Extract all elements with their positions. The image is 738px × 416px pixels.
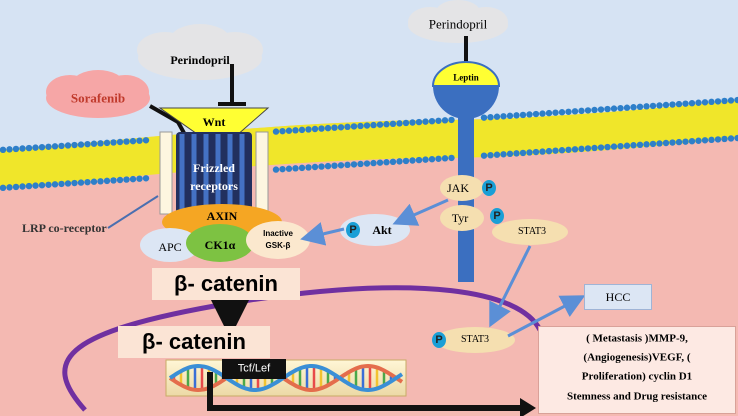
- tcf-lef-label: Tcf/Lef: [237, 362, 271, 375]
- cloud-icon: [46, 70, 150, 118]
- phospho-tyr-badge: P: [490, 208, 504, 224]
- leptin-label: Leptin: [453, 72, 479, 83]
- sorafenib-label: Sorafenib: [70, 90, 126, 106]
- outcome-box: ( Metastasis )MMP-9, (Angiogenesis)VEGF,…: [538, 326, 736, 414]
- akt-label: Akt: [372, 223, 392, 237]
- ck1a-label: CK1α: [204, 238, 236, 252]
- outcome-line-3: Proliferation) cyclin D1: [581, 370, 693, 383]
- phospho-stat3-badge: P: [432, 332, 446, 348]
- inhibit-icon: [218, 64, 246, 106]
- ck1a-shape: [186, 224, 254, 262]
- gsk-label-line1: Inactive: [263, 229, 293, 238]
- lrp-pointer: [107, 195, 159, 229]
- lipid-bilayer: [0, 96, 738, 191]
- stat3-lower-shape: [435, 327, 515, 353]
- receptors-label: receptors: [190, 179, 238, 193]
- hcc-label: HCC: [605, 290, 631, 304]
- leptin-receptor: [431, 61, 501, 282]
- frizzled-label: Frizzled: [193, 161, 235, 175]
- outcome-line-1: ( Metastasis )MMP-9,: [586, 332, 688, 345]
- tyr-shape: [440, 205, 484, 231]
- tyr-label: Tyr: [451, 211, 469, 225]
- transcription-arrow: [207, 372, 520, 411]
- hcc-box: HCC: [584, 284, 652, 310]
- beta-catenin-cytoplasm-label: β- catenin: [174, 271, 278, 296]
- beta-catenin-cytoplasm-box: β- catenin: [152, 268, 300, 300]
- beta-catenin-nucleus-box: β- catenin: [118, 326, 270, 358]
- perindopril-left-label: Perindopril: [170, 53, 230, 67]
- wnt-label: Wnt: [202, 115, 226, 129]
- akt-to-gsk-arrow: [300, 222, 345, 246]
- gsk-shape: [246, 221, 310, 259]
- jak-to-akt-arrow: [392, 198, 449, 226]
- dna-icon: [165, 359, 407, 397]
- stat3-upper-label: STAT3: [517, 226, 547, 237]
- gsk-label-line2: GSK-β: [265, 241, 291, 250]
- outcome-line-4: Stemness and Drug resistance: [566, 390, 708, 403]
- beta-catenin-nucleus-label: β- catenin: [142, 329, 246, 354]
- akt-shape: [340, 214, 410, 246]
- transcription-arrowhead: [520, 398, 536, 416]
- wnt-ligand: [158, 107, 270, 151]
- stat3-to-hcc-arrow: [507, 295, 586, 338]
- axin-label: AXIN: [206, 209, 238, 223]
- phospho-akt-badge: P: [346, 222, 360, 238]
- perindopril-right-label: Perindopril: [428, 16, 488, 32]
- cloud-icon: [408, 0, 508, 43]
- jak-shape: [440, 175, 484, 201]
- stat3-lower-label: STAT3: [460, 334, 490, 345]
- frizzled-receptor: [159, 131, 269, 215]
- jak-label: JAK: [446, 181, 470, 195]
- apc-shape: [140, 228, 200, 262]
- apc-label: APC: [158, 240, 182, 254]
- stat3-upper-shape: [492, 219, 568, 245]
- lrp-label: LRP co-receptor: [22, 221, 107, 235]
- outcome-line-2: (Angiogenesis)VEGF, (: [583, 351, 691, 364]
- stat3-translocation-arrow: [489, 245, 532, 328]
- tcf-lef-box: Tcf/Lef: [222, 359, 286, 379]
- phospho-jak-badge: P: [482, 180, 496, 196]
